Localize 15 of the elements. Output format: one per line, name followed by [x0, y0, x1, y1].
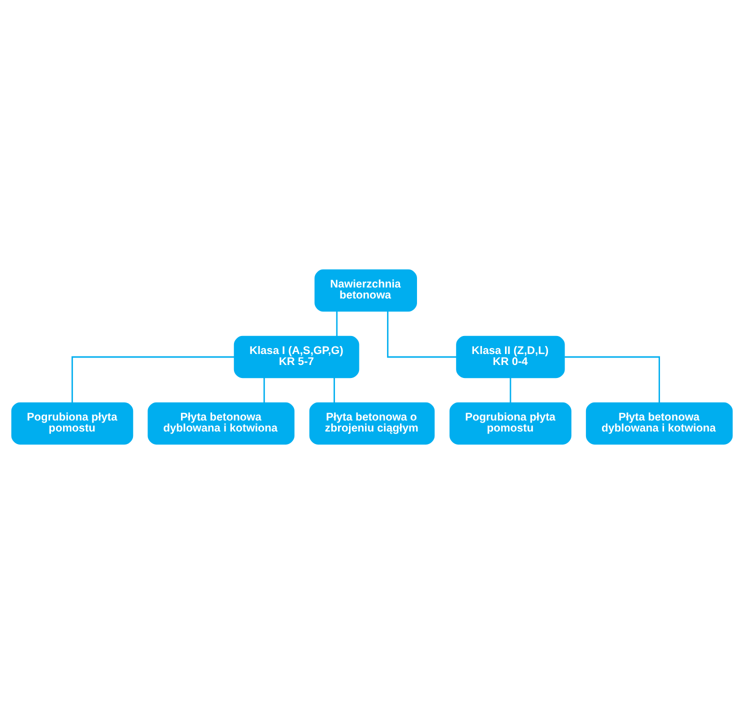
node-box: Płyta betonowa o zbrojeniu ciągłym — [309, 402, 435, 445]
connector — [510, 378, 512, 403]
connector — [387, 311, 456, 358]
node-box: Płyta betonowa dyblowana i kotwiona — [586, 402, 733, 445]
node-box: Pogrubiona płyta pomostu — [450, 402, 572, 445]
node-box: Płyta betonowa dyblowana i kotwiona — [148, 402, 294, 445]
node-box: Pogrubiona płyta pomostu — [11, 402, 134, 445]
connector — [334, 378, 335, 403]
node-box: Klasa II (Z,D,L) KR 0-4 — [456, 336, 565, 378]
connector — [564, 356, 660, 403]
node-box: Nawierzchnia betonowa — [314, 269, 417, 312]
connector — [263, 378, 265, 403]
connector — [72, 356, 234, 403]
connector — [336, 311, 338, 336]
node-box: Klasa I (A,S,GP,G) KR 5-7 — [234, 336, 360, 378]
